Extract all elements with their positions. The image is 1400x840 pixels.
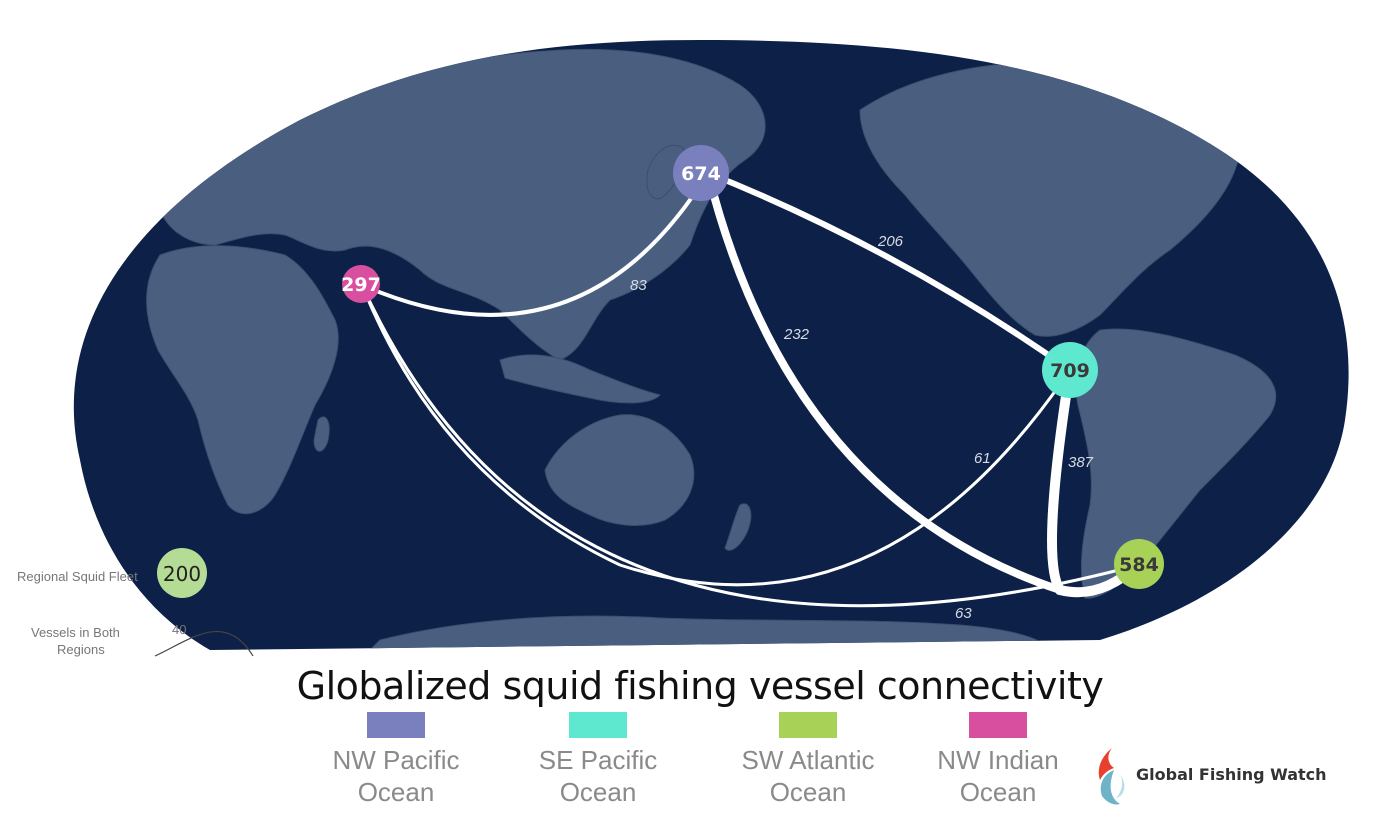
flow-label-206: 206 xyxy=(877,233,904,250)
legend: NW Pacific Ocean SE Pacific Ocean SW Atl… xyxy=(0,712,1400,822)
flow-nw-pacific-nw-indian xyxy=(360,171,710,317)
legend-item-se-pacific: SE Pacific Ocean xyxy=(513,712,683,808)
key-fleet-label: Regional Squid Fleet xyxy=(17,569,138,584)
node-circle xyxy=(1042,342,1098,398)
flow-label-232: 232 xyxy=(783,326,810,343)
flow-se-pacific-sw-atlantic xyxy=(1047,365,1143,598)
node-sw-atlantic[interactable]: 584 xyxy=(1114,539,1164,589)
legend-line2: Ocean xyxy=(357,777,435,807)
flow-nw-pacific-se-pacific xyxy=(705,170,1073,373)
legend-line2: Ocean xyxy=(769,777,847,807)
legend-line1: NW Pacific xyxy=(332,745,460,775)
legend-line1: SE Pacific xyxy=(538,745,658,775)
legend-line1: NW Indian xyxy=(937,745,1059,775)
node-circle xyxy=(342,265,380,303)
legend-item-sw-atlantic: SW Atlantic Ocean xyxy=(723,712,893,808)
node-value: 709 xyxy=(1050,360,1090,382)
key-vessels-label-line1: Vessels in Both xyxy=(31,625,120,640)
flow-label-63: 63 xyxy=(955,605,972,622)
landmass-new-zealand xyxy=(724,503,752,551)
fish-logo-icon xyxy=(1098,748,1125,805)
legend-swatch xyxy=(969,712,1027,738)
key-vessels-value: 40 xyxy=(172,622,186,637)
landmass-madagascar xyxy=(313,416,330,452)
size-key: Regional Squid Fleet 200 Vessels in Both… xyxy=(17,548,254,657)
node-circle xyxy=(1114,539,1164,589)
node-circle xyxy=(673,145,729,201)
landmass-australia xyxy=(544,414,695,526)
flow-se-pacific-nw-indian xyxy=(360,283,1072,587)
legend-line1: SW Atlantic xyxy=(741,745,875,775)
key-fleet-value: 200 xyxy=(163,562,201,586)
flow-label-61: 61 xyxy=(974,450,991,467)
landmass-africa xyxy=(146,245,339,515)
key-vessels-curve xyxy=(154,630,254,657)
flow-label-387: 387 xyxy=(1068,454,1094,471)
legend-line2: Ocean xyxy=(959,777,1037,807)
legend-item-nw-indian: NW Indian Ocean xyxy=(913,712,1083,808)
key-fleet-circle xyxy=(157,548,207,598)
brand-logo[interactable]: Global Fishing Watch xyxy=(1090,744,1350,808)
node-nw-indian[interactable]: 297 xyxy=(341,265,381,303)
legend-swatch xyxy=(569,712,627,738)
landmass-indonesia xyxy=(499,354,661,404)
connectivity-map: 206 83 232 387 61 63 674 709 584 297 Reg… xyxy=(17,40,1349,657)
legend-swatch xyxy=(779,712,837,738)
map-title: Globalized squid fishing vessel connecti… xyxy=(296,664,1104,708)
node-nw-pacific[interactable]: 674 xyxy=(673,145,729,201)
legend-swatch xyxy=(367,712,425,738)
node-value: 584 xyxy=(1119,554,1159,576)
brand-name: Global Fishing Watch xyxy=(1136,765,1327,784)
landmass-greenland xyxy=(1176,48,1271,133)
node-se-pacific[interactable]: 709 xyxy=(1042,342,1098,398)
node-value: 674 xyxy=(681,163,721,185)
key-vessels-label-line2: Regions xyxy=(57,642,105,657)
flow-label-83: 83 xyxy=(630,277,647,294)
flow-lines xyxy=(360,169,1143,608)
legend-item-nw-pacific: NW Pacific Ocean xyxy=(311,712,481,808)
legend-line2: Ocean xyxy=(559,777,637,807)
node-value: 297 xyxy=(341,274,381,296)
flow-nw-indian-sw-atlantic xyxy=(360,283,1140,608)
